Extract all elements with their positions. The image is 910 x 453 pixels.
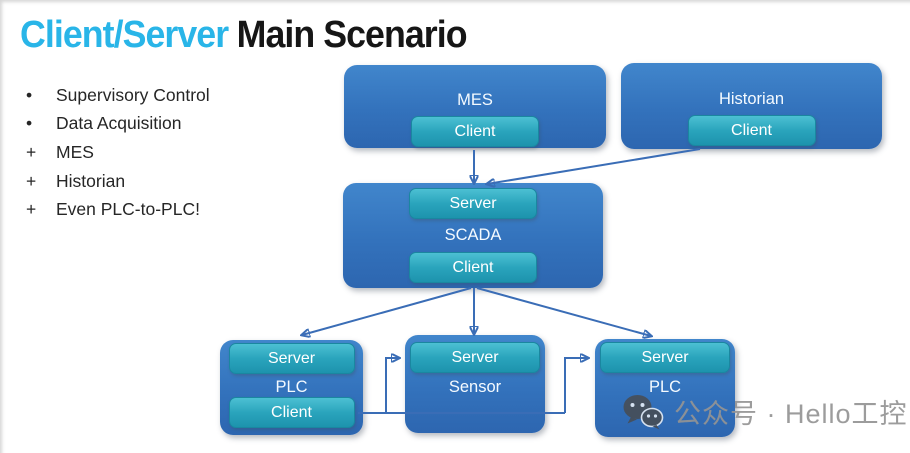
bullet-marker: + [26,170,37,191]
node-plc-right: Server PLC [595,339,735,437]
bullet-text: Supervisory Control [56,84,210,105]
bullet-marker: • [26,113,33,134]
bullet-text: MES [56,141,94,162]
connector-historian-client-to-scada-server [487,148,701,184]
node-historian: Historian Client [621,63,882,149]
node-mes-label: MES [457,91,493,109]
bullet-item: + MES [22,138,322,167]
title-highlight: Client/Server [20,14,229,56]
node-sensor: Server Sensor [405,335,545,433]
wechat-icon [623,394,664,429]
bullet-marker: • [26,84,33,105]
scada-server-badge: Server [409,188,537,219]
node-scada: Server SCADA Client [343,183,603,288]
node-plc-right-label: PLC [648,378,682,396]
plc-left-server-badge: Server [228,343,355,374]
bullet-text: Even PLC-to-PLC! [56,199,200,220]
watermark-text: 公众号 · Hello工控 [674,399,908,429]
connector-plc-left-client-to-plc-right-server [564,358,588,413]
node-scada-label: SCADA [444,226,502,244]
plc-left-client-badge: Client [228,397,355,428]
sensor-server-badge: Server [410,342,540,373]
bullet-item: • Supervisory Control [22,81,322,110]
bullet-marker: + [26,141,37,162]
node-plc-left: Server PLC Client [220,340,363,435]
node-mes: MES Client [344,65,606,148]
node-historian-label: Historian [718,90,785,108]
mes-client-badge: Client [411,116,539,147]
connector-plc-left-client-to-sensor-server [385,358,399,413]
connector-scada-client-to-plc-left-server [302,287,472,335]
bullet-text: Data Acquisition [56,113,182,134]
title-rest: Main Scenario [236,14,468,56]
node-plc-left-label: PLC [275,378,308,396]
bullet-list: • Supervisory Control • Data Acquisition +… [22,81,322,224]
connector-scada-client-to-plc-right-server [476,287,651,336]
bullet-item: + Historian [22,167,322,196]
scada-client-badge: Client [409,252,537,283]
bullet-item: + Even PLC-to-PLC! [22,195,322,224]
bullet-item: • Data Acquisition [22,110,322,139]
node-sensor-label: Sensor [448,378,502,396]
watermark: 公众号 · Hello工控 [622,392,908,431]
historian-client-badge: Client [687,115,816,146]
plc-right-server-badge: Server [600,342,730,373]
bullet-text: Historian [56,170,126,191]
bullet-marker: + [26,199,37,220]
